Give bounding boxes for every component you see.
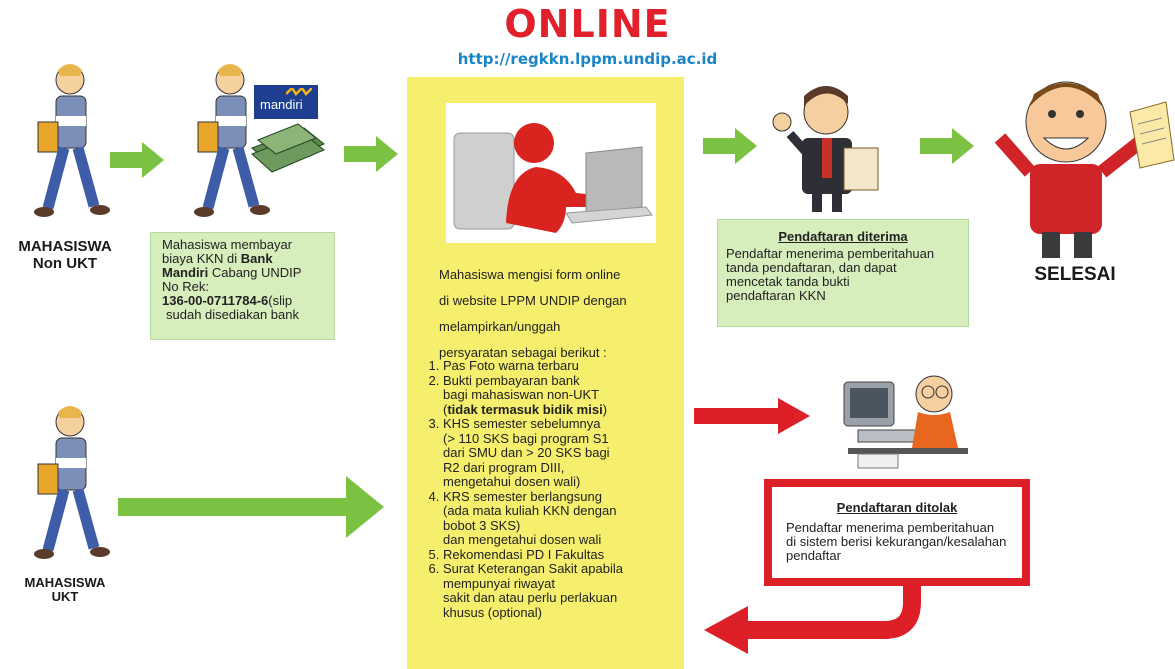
money-icon bbox=[251, 123, 325, 173]
student-non-ukt-label: MAHASISWA Non UKT bbox=[0, 238, 130, 272]
rejected-line-1: Pendaftar menerima pemberitahuan bbox=[786, 520, 995, 535]
requirement-line: sakit dan atau perlu perlakuan bbox=[443, 590, 618, 605]
requirement-item: Surat Keterangan Sakit apabilamempunyai … bbox=[443, 561, 693, 620]
website-url: http://regkkn.lppm.undip.ac.id bbox=[457, 50, 718, 68]
requirement-item: KHS semester sebelumnya(> 110 SKS bagi p… bbox=[443, 416, 693, 490]
happy-man-icon bbox=[994, 81, 1175, 258]
requirement-item: KRS semester berlangsung(ada mata kuliah… bbox=[443, 488, 693, 548]
form-intro-line4: persyaratan sebagai berikut : bbox=[439, 345, 607, 360]
student-ukt-label-line2: UKT bbox=[51, 589, 79, 604]
form-intro-line1: Mahasiswa mengisi form online bbox=[439, 267, 621, 282]
requirement-line: R2 dari program DIII, bbox=[443, 459, 565, 475]
requirement-line: dan mengetahui dosen wali bbox=[443, 532, 602, 547]
payment-account-number: 136-00-0711784-6 bbox=[162, 293, 269, 308]
requirement-item: Rekomendasi PD I Fakultas bbox=[443, 546, 693, 563]
arrow-return-red-icon bbox=[704, 584, 921, 654]
requirement-line: mempunyai riwayat bbox=[443, 575, 555, 591]
computer-user-image bbox=[446, 103, 656, 243]
registration-accepted-box: Pendaftaran diterima Pendaftar menerima … bbox=[717, 219, 969, 327]
requirement-line: bobot 3 SKS) bbox=[443, 517, 521, 533]
requirement-line: khusus (optional) bbox=[443, 604, 542, 620]
done-label: SELESAI bbox=[1034, 264, 1116, 285]
arrow-right-icon bbox=[920, 128, 974, 164]
accepted-heading: Pendaftaran diterima bbox=[778, 229, 908, 244]
bank-mandiri-logo: mandiri bbox=[254, 85, 318, 119]
accepted-line-2: tanda pendaftaran, dan dapat bbox=[726, 260, 897, 275]
requirement-line: KRS semester berlangsung bbox=[443, 488, 602, 504]
rejected-line-3: pendaftar bbox=[786, 548, 841, 563]
bank-logo-text: mandiri bbox=[260, 97, 303, 112]
payment-info-box: Mahasiswa membayar biaya KKN di Bank Man… bbox=[150, 232, 335, 340]
accepted-line-3: mencetak tanda bukti bbox=[726, 274, 850, 289]
payment-line-5: 136-00-0711784-6(slip bbox=[162, 294, 334, 308]
arrow-right-icon bbox=[110, 142, 164, 178]
requirement-line: dari SMU dan > 20 SKS bagi bbox=[443, 445, 610, 460]
requirement-line: Pas Foto warna terbaru bbox=[443, 358, 579, 373]
page-title: ONLINE bbox=[504, 2, 671, 46]
requirement-line-bold: (tidak termasuk bidik misi) bbox=[443, 401, 693, 418]
requirement-bold-text: tidak termasuk bidik misi bbox=[447, 401, 603, 417]
payment-bank-label: Bank bbox=[240, 251, 273, 266]
accepted-line-1: Pendaftar menerima pemberitahuan bbox=[726, 246, 935, 261]
frustrated-man-computer-icon bbox=[843, 375, 968, 469]
arrow-right-icon bbox=[344, 136, 398, 172]
form-intro-line3: melampirkan/unggah bbox=[439, 319, 561, 334]
requirement-line: bagi mahasiswan non-UKT bbox=[443, 387, 600, 402]
requirement-line: mengetahui dosen wali) bbox=[443, 474, 581, 489]
student-paying-figure bbox=[194, 64, 270, 217]
arrow-right-icon bbox=[703, 128, 757, 164]
form-intro: Mahasiswa mengisi form online di website… bbox=[439, 262, 679, 366]
student-non-ukt-label-line2: Non UKT bbox=[32, 255, 98, 272]
requirement-line: (> 110 SKS bagi program S1 bbox=[443, 430, 609, 446]
payment-line-2: biaya KKN di Bank bbox=[162, 252, 334, 266]
approved-man-icon bbox=[772, 86, 879, 212]
payment-bank-name: Mandiri bbox=[162, 265, 209, 280]
requirement-bracket: ) bbox=[602, 401, 608, 417]
student-non-ukt-label-line1: MAHASISWA bbox=[18, 238, 112, 255]
requirement-line: Bukti pembayaran bank bbox=[443, 372, 580, 388]
student-ukt-label-line1: MAHASISWA bbox=[24, 575, 106, 590]
payment-account-label: No Rek: bbox=[162, 279, 209, 294]
accepted-line-4: pendaftaran KKN bbox=[726, 288, 826, 303]
student-non-ukt-figure bbox=[34, 64, 110, 217]
payment-line-6: sudah disediakan bank bbox=[166, 307, 299, 322]
requirement-line: KHS semester sebelumnya bbox=[443, 416, 601, 431]
student-ukt-figure bbox=[34, 406, 110, 559]
registration-rejected-box: Pendaftaran ditolak Pendaftar menerima p… bbox=[764, 479, 1030, 586]
requirement-line: Surat Keterangan Sakit apabila bbox=[443, 561, 623, 576]
form-intro-line2: di website LPPM UNDIP dengan bbox=[439, 293, 627, 308]
rejected-line-2: di sistem berisi kekurangan/kesalahan bbox=[786, 534, 1007, 549]
requirements-list: Pas Foto warna terbaruBukti pembayaran b… bbox=[427, 358, 693, 620]
payment-branch: Cabang UNDIP bbox=[208, 265, 302, 280]
payment-line-2-text: biaya KKN di bbox=[162, 251, 241, 266]
arrow-right-red-icon bbox=[694, 398, 810, 434]
payment-slip-note: (slip bbox=[268, 293, 293, 308]
requirement-line: Rekomendasi PD I Fakultas bbox=[443, 546, 605, 562]
payment-line-1: Mahasiswa membayar bbox=[162, 237, 293, 252]
requirement-line: (ada mata kuliah KKN dengan bbox=[443, 503, 617, 518]
rejected-heading: Pendaftaran ditolak bbox=[836, 500, 958, 515]
requirement-item: Pas Foto warna terbaru bbox=[443, 358, 693, 374]
arrow-right-long-icon bbox=[118, 476, 384, 538]
payment-line-3: Mandiri Cabang UNDIP bbox=[162, 266, 334, 280]
requirement-bracket: ( bbox=[443, 401, 448, 417]
student-ukt-label: MAHASISWA UKT bbox=[0, 576, 130, 604]
